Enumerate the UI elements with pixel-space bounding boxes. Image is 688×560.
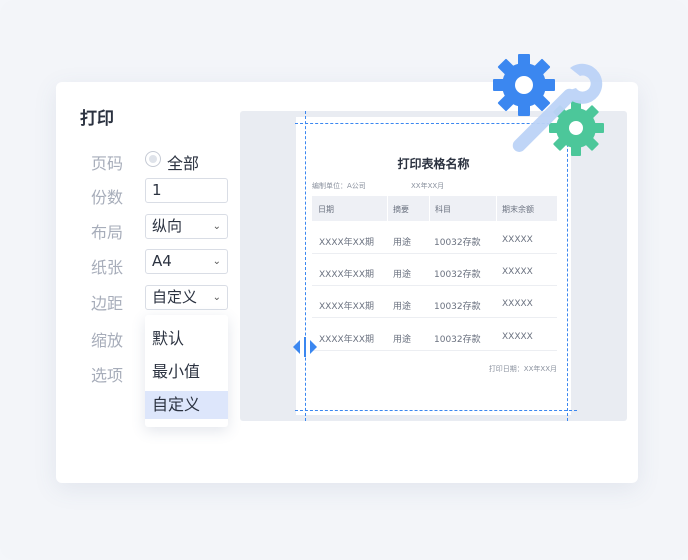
paper-select[interactable]: A4 ⌄ [145,249,228,274]
label-options: 选项 [91,366,124,385]
table-cell: XXXXX [502,332,533,342]
copies-value: 1 [152,181,162,199]
table-cell: 用途 [393,335,412,345]
page-range-all-radio[interactable] [145,151,161,167]
row-divider [312,285,557,286]
chevron-down-icon: ⌄ [212,221,221,232]
label-margin: 边距 [91,294,124,313]
column-divider [387,196,388,221]
margin-option-default[interactable]: 默认 [152,329,185,348]
layout-value: 纵向 [152,217,183,235]
left-margin-guide[interactable] [305,111,306,421]
table-cell: 用途 [393,302,412,312]
preview-print-date: 打印日期：XX年XX月 [488,365,557,373]
label-copies: 份数 [91,188,124,207]
margin-value: 自定义 [152,288,198,306]
label-layout: 布局 [91,223,124,242]
table-cell: 10032存款 [434,302,481,312]
copies-input[interactable]: 1 [145,178,228,203]
table-cell: XXXX年XX期 [319,335,374,345]
row-divider [312,253,557,254]
table-cell: XXXX年XX期 [319,238,374,248]
page-range-all-label[interactable]: 全部 [167,154,200,173]
print-dialog: 打印 页码 份数 布局 纸张 边距 缩放 选项 全部 1 纵向 ⌄ A4 ⌄ 自… [56,82,638,483]
preview-date: XX年XX月 [411,182,445,190]
bottom-margin-guide[interactable] [295,410,577,411]
gear-wrench-icon [493,54,604,156]
paper-value: A4 [152,252,172,270]
resize-horizontal-icon[interactable] [292,337,318,357]
preview-paper: 打印表格名称 编制单位：A公司 XX年XX月 日期 摘要 科目 期末余额 XXX… [296,117,571,415]
margin-select[interactable]: 自定义 ⌄ [145,285,228,310]
preview-table-header: 日期 摘要 科目 期末余额 [312,196,557,221]
right-margin-guide[interactable] [567,119,568,421]
column-divider [429,196,430,221]
label-scale: 缩放 [91,331,124,350]
dialog-title: 打印 [80,109,114,129]
chevron-down-icon: ⌄ [212,256,221,267]
column-header: 日期 [318,205,334,214]
table-cell: 用途 [393,270,412,280]
table-cell: XXXXX [502,267,533,277]
column-header: 科目 [435,205,451,214]
margin-dropdown: 默认 最小值 自定义 [145,315,228,427]
table-cell: 10032存款 [434,270,481,280]
preview-unit: 编制单位：A公司 [312,182,366,190]
table-cell: XXXX年XX期 [319,302,374,312]
preview-title: 打印表格名称 [397,157,470,171]
table-cell: XXXX年XX期 [319,270,374,280]
top-margin-guide[interactable] [295,123,585,124]
table-cell: 10032存款 [434,238,481,248]
column-header: 摘要 [393,205,409,214]
label-page-range: 页码 [91,154,124,173]
table-cell: XXXXX [502,235,533,245]
layout-select[interactable]: 纵向 ⌄ [145,214,228,239]
margin-option-minimum[interactable]: 最小值 [152,362,201,381]
column-divider [496,196,497,221]
column-header: 期末余额 [502,205,534,214]
row-divider [312,317,557,318]
row-divider [312,350,557,351]
table-cell: XXXXX [502,299,533,309]
print-preview: 打印表格名称 编制单位：A公司 XX年XX月 日期 摘要 科目 期末余额 XXX… [240,111,627,421]
margin-option-custom[interactable]: 自定义 [145,391,228,419]
chevron-down-icon: ⌄ [212,292,221,303]
table-cell: 用途 [393,238,412,248]
label-paper: 纸张 [91,258,124,277]
table-cell: 10032存款 [434,335,481,345]
